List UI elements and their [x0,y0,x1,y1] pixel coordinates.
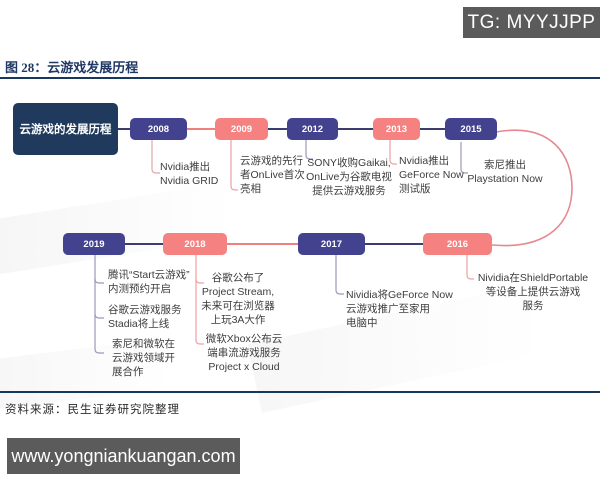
footer-divider-line [0,391,600,393]
source-note: 资料来源：民生证券研究院整理 [5,401,180,417]
note-2019-sony-microsoft: 索尼和微软在云游戏领域开展合作 [112,338,175,378]
timeline-node-2017: 2017 [298,233,365,255]
timeline-node-2013: 2013 [373,118,420,140]
figure-title: 云游戏发展历程 [47,60,139,75]
timeline-node-2012: 2012 [287,118,338,140]
note-2012: SONY收购Gaikai,OnLive为谷歌电视提供云游戏服务 [306,157,392,197]
timeline-node-2008: 2008 [130,118,187,140]
source-label: 资料来源： [5,404,68,416]
timeline-node-2018: 2018 [163,233,227,255]
figure-label: 图 28： [5,60,48,75]
figure-caption: 图 28：云游戏发展历程 [5,57,138,76]
note-2009: 云游戏的先行者OnLive首次亮相 [240,155,305,195]
timeline-root-node: 云游戏的发展历程 [13,103,118,155]
source-text: 民生证券研究院整理 [67,404,180,416]
timeline-node-2019: 2019 [63,233,125,255]
title-divider-line [0,77,600,79]
timeline-node-2016: 2016 [423,233,492,255]
note-2019-tencent-start: 腾讯“Start云游戏”内测预约开启 [108,269,190,295]
website-watermark-badge: www.yongniankuangan.com [7,438,240,474]
timeline-node-2009: 2009 [215,118,268,140]
telegram-watermark-badge: TG: MYYJJPP [463,7,600,38]
timeline-node-2015: 2015 [445,118,497,140]
